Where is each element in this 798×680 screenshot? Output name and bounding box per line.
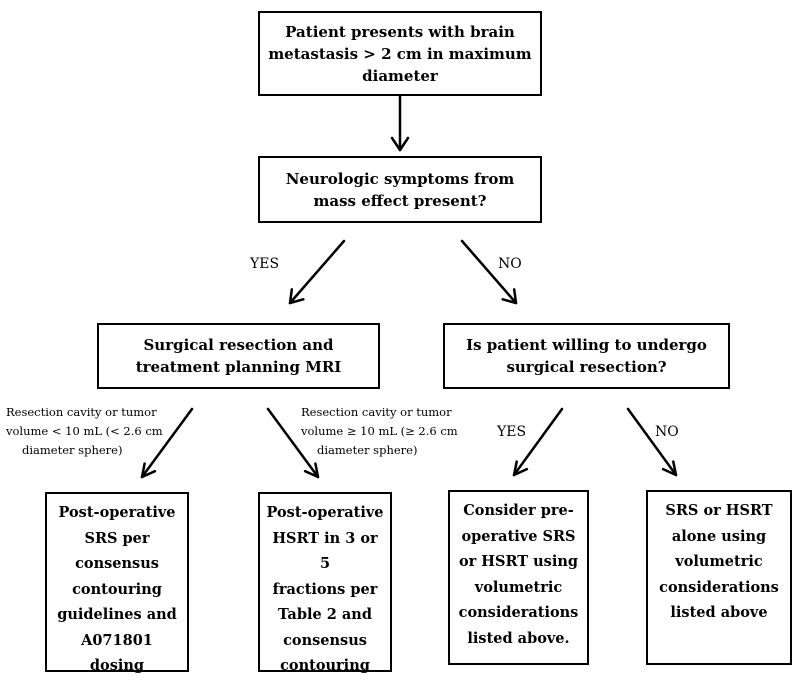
symptoms-no-label: NO [498, 256, 522, 272]
arrow-symptoms-no [460, 239, 518, 305]
willing-question-line: Is patient willing to undergo [466, 336, 707, 354]
postop-srs-line: consensus [75, 555, 159, 572]
postop-hsrt-line: fractions per [272, 580, 378, 598]
postop-srs-node: Post-operative SRS per consensus contour… [45, 492, 189, 674]
willing-question-line: surgical resection? [506, 358, 667, 376]
preop-line: considerations [458, 604, 579, 621]
willing-yes-label: YES [497, 424, 527, 440]
postop-srs-line: SRS per [84, 529, 150, 547]
large-cavity-condition-line: volume ≥ 10 mL (≥ 2.6 cm [301, 424, 458, 438]
alone-node: SRS or HSRT alone using volumetric consi… [646, 490, 792, 665]
postop-srs-line: A071801 dosing [81, 631, 153, 675]
small-cavity-condition-line: volume < 10 mL (< 2.6 cm [6, 424, 163, 438]
postop-hsrt-line: HSRT in 3 or 5 [272, 529, 378, 573]
surgical-resection-node: Surgical resection and treatment plannin… [97, 323, 380, 389]
postop-srs-line: contouring [72, 580, 162, 598]
preop-line: Consider pre- [463, 502, 574, 519]
postop-srs-line: Post-operative [58, 504, 176, 521]
arrow-to-postop-hsrt [266, 407, 320, 479]
alone-line: volumetric [675, 553, 763, 570]
symptoms-question-node: Neurologic symptoms from mass effect pre… [258, 156, 542, 223]
postop-hsrt-node: Post-operative HSRT in 3 or 5 fractions … [258, 492, 392, 674]
arrow-to-postop-srs [140, 407, 194, 479]
postop-hsrt-line: Table 2 and [278, 606, 372, 623]
start-node: Patient presents with brain metastasis >… [258, 11, 542, 96]
surgical-resection-line: Surgical resection and [143, 336, 334, 354]
postop-hsrt-line: contouring [280, 657, 370, 674]
symptoms-yes-label: YES [250, 256, 280, 272]
alone-line: considerations [659, 578, 779, 596]
preop-line: volumetric [474, 578, 563, 596]
start-node-line: metastasis > 2 cm in maximum [268, 44, 532, 63]
arrow-symptoms-yes [288, 239, 346, 305]
alone-line: listed above [670, 604, 768, 621]
preop-node: Consider pre- operative SRS or HSRT usin… [448, 490, 589, 665]
willing-no-label: NO [655, 424, 679, 440]
postop-srs-line: guidelines and [57, 606, 177, 623]
large-cavity-condition-line: diameter sphere) [317, 443, 418, 457]
small-cavity-condition-line: diameter sphere) [22, 443, 123, 457]
large-cavity-condition-line: Resection cavity or tumor [301, 405, 452, 419]
arrow-willing-yes [512, 407, 564, 477]
preop-line: operative SRS [461, 527, 576, 545]
postop-hsrt-line: Post-operative [266, 504, 384, 521]
symptoms-question-line: Neurologic symptoms from [285, 169, 515, 188]
start-node-line: Patient presents with brain [285, 22, 515, 41]
preop-line: or HSRT using [458, 553, 579, 570]
postop-hsrt-line: consensus [283, 631, 367, 649]
small-cavity-condition: Resection cavity or tumor volume < 10 mL… [6, 403, 163, 460]
arrow-start-to-symptoms [390, 94, 410, 152]
small-cavity-condition-line: Resection cavity or tumor [6, 405, 157, 419]
alone-line: SRS or HSRT [665, 502, 773, 519]
preop-line: listed above. [467, 629, 570, 647]
alone-line: alone using [671, 527, 767, 545]
start-node-line: diameter [362, 66, 438, 85]
arrow-willing-no [626, 407, 678, 477]
surgical-resection-line: treatment planning MRI [135, 358, 342, 376]
large-cavity-condition: Resection cavity or tumor volume ≥ 10 mL… [301, 403, 458, 460]
willing-question-node: Is patient willing to undergo surgical r… [443, 323, 730, 389]
symptoms-question-line: mass effect present? [313, 191, 487, 210]
